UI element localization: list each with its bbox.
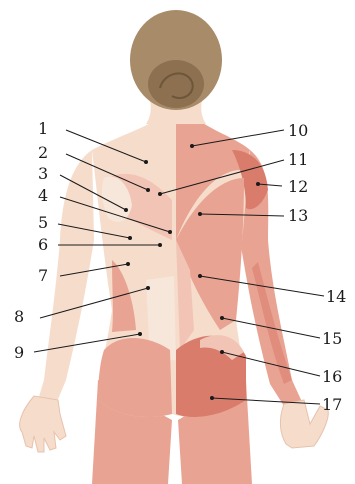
gluteus-left [98, 338, 172, 417]
dot-6 [158, 243, 162, 247]
dot-1 [144, 160, 148, 164]
dot-4 [168, 230, 172, 234]
dot-17 [210, 396, 214, 400]
dot-3 [124, 208, 128, 212]
body-figure [20, 10, 329, 484]
dot-2 [146, 188, 150, 192]
dot-11 [158, 192, 162, 196]
dot-5 [128, 236, 132, 240]
label-11: 11 [288, 150, 308, 169]
hair-bun [148, 60, 204, 108]
label-14: 14 [326, 287, 346, 306]
dot-13 [198, 212, 202, 216]
label-5: 5 [38, 213, 48, 232]
label-3: 3 [38, 164, 48, 183]
label-4: 4 [38, 186, 48, 205]
dot-16 [220, 350, 224, 354]
dot-8 [146, 286, 150, 290]
label-15: 15 [322, 329, 342, 348]
dot-7 [126, 262, 130, 266]
dot-10 [190, 144, 194, 148]
dot-9 [138, 332, 142, 336]
label-17: 17 [322, 395, 342, 414]
label-1: 1 [38, 119, 48, 138]
dot-14 [198, 274, 202, 278]
label-2: 2 [38, 143, 48, 162]
label-12: 12 [288, 177, 308, 196]
label-9: 9 [14, 343, 24, 362]
label-8: 8 [14, 307, 24, 326]
label-6: 6 [38, 235, 48, 254]
label-7: 7 [38, 266, 48, 285]
dot-15 [220, 316, 224, 320]
label-10: 10 [288, 121, 308, 140]
dot-12 [256, 182, 260, 186]
label-16: 16 [322, 367, 342, 386]
left-hand [20, 396, 66, 452]
label-13: 13 [288, 206, 308, 225]
